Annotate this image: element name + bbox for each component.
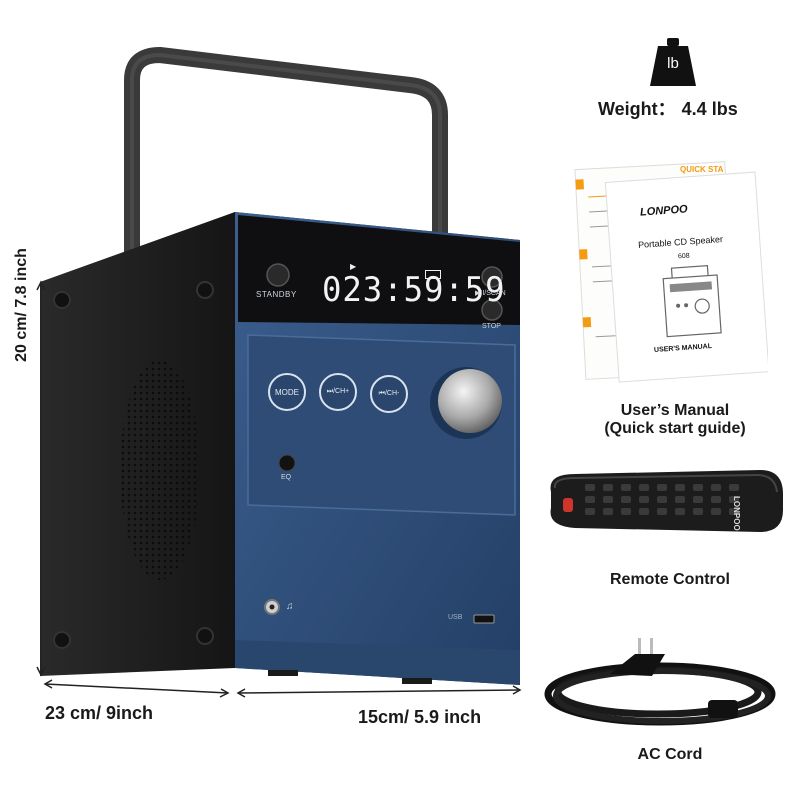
- stop-label: STOP: [482, 323, 501, 330]
- next-channel-button[interactable]: ⏭/CH+: [320, 374, 356, 410]
- manual-model: 608: [677, 252, 690, 261]
- play-icon: ▶: [350, 262, 357, 271]
- mode-label: MODE: [275, 387, 299, 397]
- manual-caption: User’s Manual (Quick start guide): [580, 402, 770, 438]
- manual-caption-line2: (Quick start guide): [604, 420, 746, 437]
- prev-channel-label: ⏮/CH-: [378, 390, 400, 397]
- dimension-height: 20 cm/ 7.8 inch: [13, 248, 30, 362]
- manual-image: QUICK STA LONPOO Portable CD Speaker 608…: [568, 155, 768, 385]
- dimension-depth: 23 cm/ 9inch: [45, 703, 154, 723]
- dimension-width: 15cm/ 5.9 inch: [358, 707, 482, 727]
- remote-caption: Remote Control: [610, 571, 730, 588]
- eq-label: EQ: [281, 474, 292, 481]
- weight-icon-text: lb: [667, 55, 679, 72]
- battery-icon: [425, 270, 441, 279]
- weight-label: Weight：4.4 lbs: [598, 95, 738, 121]
- headphone-icon: ♫: [286, 601, 294, 612]
- manual-header: QUICK STA: [680, 165, 724, 174]
- display-time: 023:59:59: [322, 270, 506, 310]
- weight-label-text: Weight：: [598, 99, 676, 119]
- weight-icon: lb: [648, 38, 698, 86]
- usb-label: USB: [448, 614, 463, 621]
- weight-value: 4.4 lbs: [681, 99, 738, 119]
- standby-label: STANDBY: [256, 290, 297, 299]
- remote-brand: LONPOO: [732, 496, 741, 531]
- manual-caption-line1: User’s Manual: [620, 402, 730, 419]
- remote-image: LONPOO: [545, 462, 785, 542]
- prev-channel-button[interactable]: ⏮/CH-: [371, 376, 407, 412]
- play-scan-label: ▶II/SCAN: [475, 290, 506, 297]
- product-image: [40, 47, 520, 685]
- next-channel-label: ⏭/CH+: [326, 388, 350, 395]
- ac-cord-caption: AC Cord: [637, 746, 703, 763]
- mode-button[interactable]: MODE: [269, 374, 305, 410]
- ac-cord-image: [540, 632, 790, 732]
- dimension-lines: [36, 280, 522, 698]
